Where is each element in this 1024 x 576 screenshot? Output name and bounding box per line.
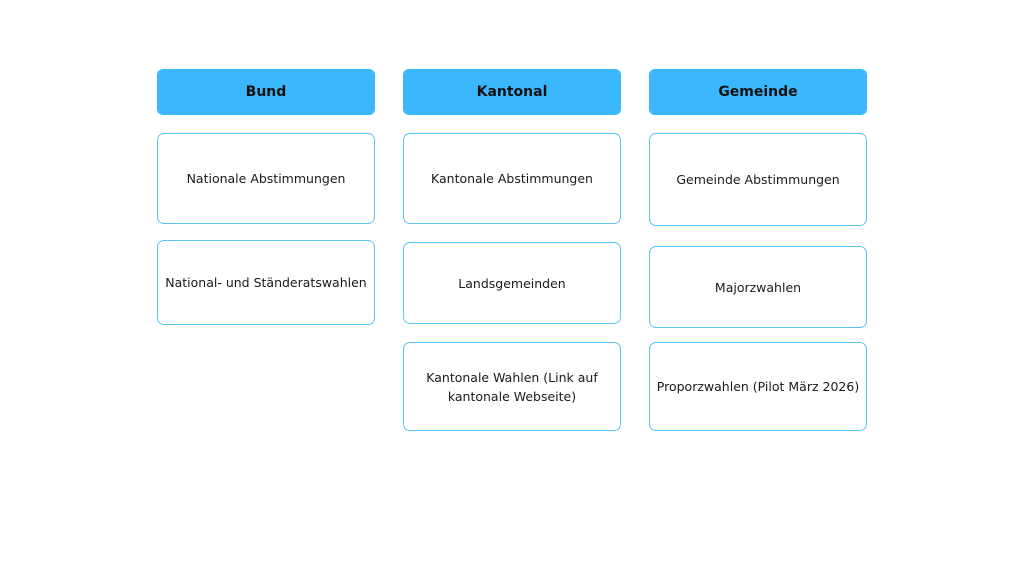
header-gemeinde[interactable]: Gemeinde [649, 69, 867, 115]
card-majorzwahlen[interactable]: Majorzwahlen [649, 246, 867, 328]
card-kantonale-abstimmungen[interactable]: Kantonale Abstimmungen [403, 133, 621, 224]
card-kantonale-wahlen[interactable]: Kantonale Wahlen (Link auf kantonale Web… [403, 342, 621, 431]
card-nationale-abstimmungen[interactable]: Nationale Abstimmungen [157, 133, 375, 224]
card-national-staenderatswahlen[interactable]: National- und Ständeratswahlen [157, 240, 375, 325]
header-kantonal[interactable]: Kantonal [403, 69, 621, 115]
header-bund[interactable]: Bund [157, 69, 375, 115]
card-landsgemeinden[interactable]: Landsgemeinden [403, 242, 621, 324]
card-gemeinde-abstimmungen[interactable]: Gemeinde Abstimmungen [649, 133, 867, 226]
card-proporzwahlen[interactable]: Proporzwahlen (Pilot März 2026) [649, 342, 867, 431]
